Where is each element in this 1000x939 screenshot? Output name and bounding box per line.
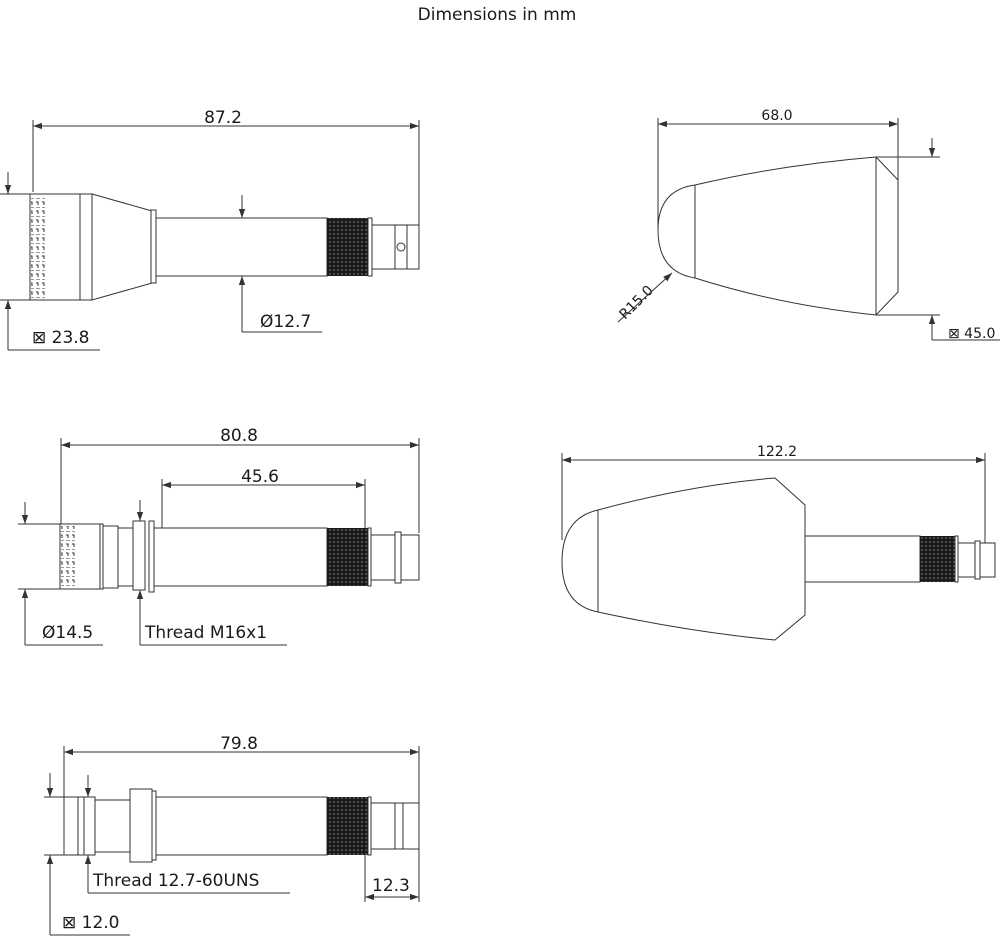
dimension-label-housing: ⊠ 23.8: [32, 328, 90, 348]
sensor-view-3: 79.8 ⊠ 12.0 Thread 12.7-60UNS 12.3: [44, 734, 420, 936]
dimension-label-length: 79.8: [220, 734, 258, 754]
knurled-nut: [327, 218, 368, 276]
sensor-view-2: 80.8 45.6 Ø14.5 Thread M16x1: [18, 426, 420, 646]
sensor-view-5: 122.2: [561, 444, 996, 641]
dimension-label-thread: Thread 12.7-60UNS: [92, 871, 259, 891]
drawing-title: Dimensions in mm: [418, 5, 577, 25]
dimension-label-length: 87.2: [204, 108, 242, 128]
sensor-view-1: 87.2 ⊠ 23.8 Ø12.7: [0, 108, 420, 351]
dimension-label-diameter: Ø14.5: [42, 623, 93, 643]
dimension-label-length: 122.2: [757, 444, 797, 460]
dimension-label-tube-length: 45.6: [241, 467, 279, 487]
dimension-label-tube-diameter: Ø12.7: [260, 312, 311, 332]
sensor-view-4: 68.0 ⊠ 45.0 R15.0: [617, 108, 1000, 342]
dimension-label-radius: R15.0: [617, 283, 657, 323]
dimension-label-length: 80.8: [220, 426, 258, 446]
dimension-label-diameter: ⊠ 12.0: [62, 913, 120, 933]
dimension-label-connector-length: 12.3: [372, 876, 410, 896]
dimension-label-length: 68.0: [761, 108, 792, 124]
dimension-label-diameter: ⊠ 45.0: [948, 326, 995, 342]
dimension-label-thread: Thread M16x1: [144, 623, 267, 643]
